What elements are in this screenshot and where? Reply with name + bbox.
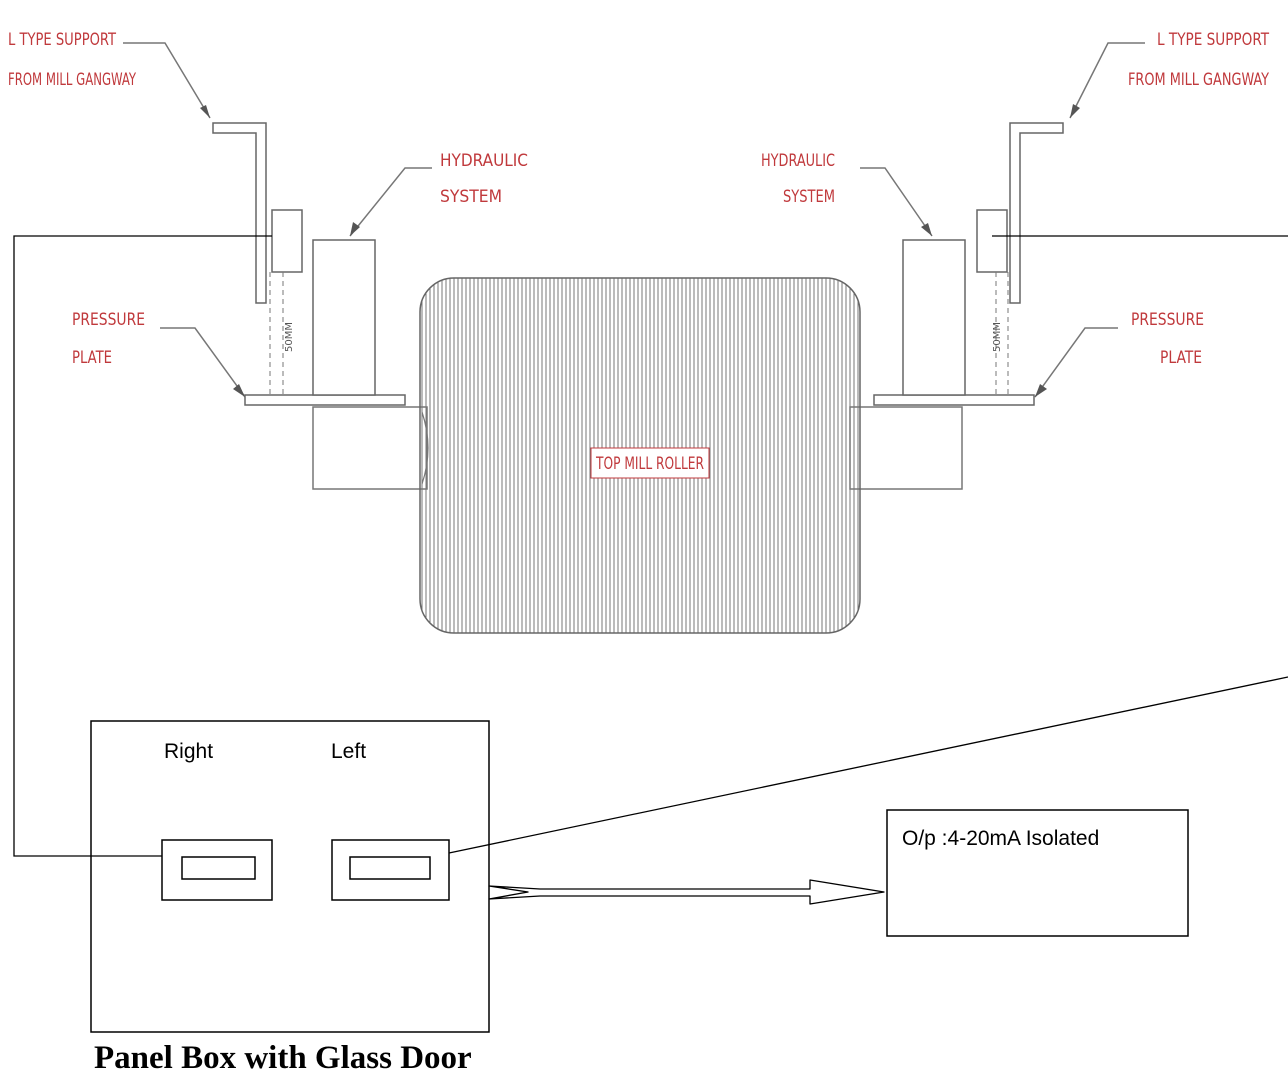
right-pressure-label-1: PRESSURE: [1131, 310, 1204, 330]
left-l-support-label-1: L TYPE SUPPORT: [8, 30, 117, 50]
right-display-window: [181, 856, 256, 880]
panel-caption: Panel Box with Glass Door: [94, 1040, 472, 1076]
panel-box: [90, 720, 490, 1033]
right-hydraulic-label-2: SYSTEM: [783, 187, 835, 207]
output-box: [886, 809, 1189, 937]
panel-enclosure: [90, 720, 490, 1033]
left-pressure-label-1: PRESSURE: [72, 310, 145, 330]
left-pressure-label-2: PLATE: [72, 348, 112, 368]
output-box-label: O/p :4-20mA Isolated: [902, 827, 1100, 850]
right-l-support-label-1: L TYPE SUPPORT: [1157, 30, 1270, 50]
left-display-window: [349, 856, 431, 880]
right-l-support-label-2: FROM MILL GANGWAY: [1128, 70, 1270, 90]
right-return-wire: [448, 676, 1288, 854]
left-assembly: 50MM L TYPE SUPPORT FROM MILL GANGWAY HY…: [8, 30, 528, 406]
roller-label: TOP MILL ROLLER: [595, 454, 704, 474]
right-shaft: [849, 406, 963, 490]
right-sensor-gap-label: 50MM: [992, 322, 1003, 352]
left-sensor-wire: [13, 235, 272, 857]
left-hydraulic-label-1: HYDRAULIC: [440, 151, 528, 171]
right-hydraulic-cylinder: [902, 239, 966, 396]
left-hydraulic-label-2: SYSTEM: [440, 187, 502, 207]
roller-label-box: [590, 447, 710, 479]
right-assembly: 50MM L TYPE SUPPORT FROM MILL GANGWAY HY…: [761, 30, 1270, 406]
left-sensor: [271, 209, 303, 273]
left-shaft: [312, 406, 428, 490]
right-l-support: [1009, 122, 1064, 304]
top-mill-roller: TOP MILL ROLLER: [312, 277, 963, 634]
output-arrow: [488, 879, 885, 905]
right-pressure-plate: [873, 394, 1035, 406]
right-hydraulic-label-1: HYDRAULIC: [761, 151, 835, 171]
left-l-support-label-2: FROM MILL GANGWAY: [8, 70, 137, 90]
wiring: [13, 235, 1288, 857]
right-pressure-label-2: PLATE: [1160, 348, 1202, 368]
right-sensor: [976, 209, 1008, 273]
left-sensor-gap-label: 50MM: [284, 322, 295, 352]
panel-right-label: Right: [164, 740, 214, 763]
left-pressure-plate: [244, 394, 406, 406]
left-hydraulic-cylinder: [312, 239, 376, 396]
panel-left-label: Left: [331, 740, 367, 763]
left-l-support: [212, 122, 267, 304]
